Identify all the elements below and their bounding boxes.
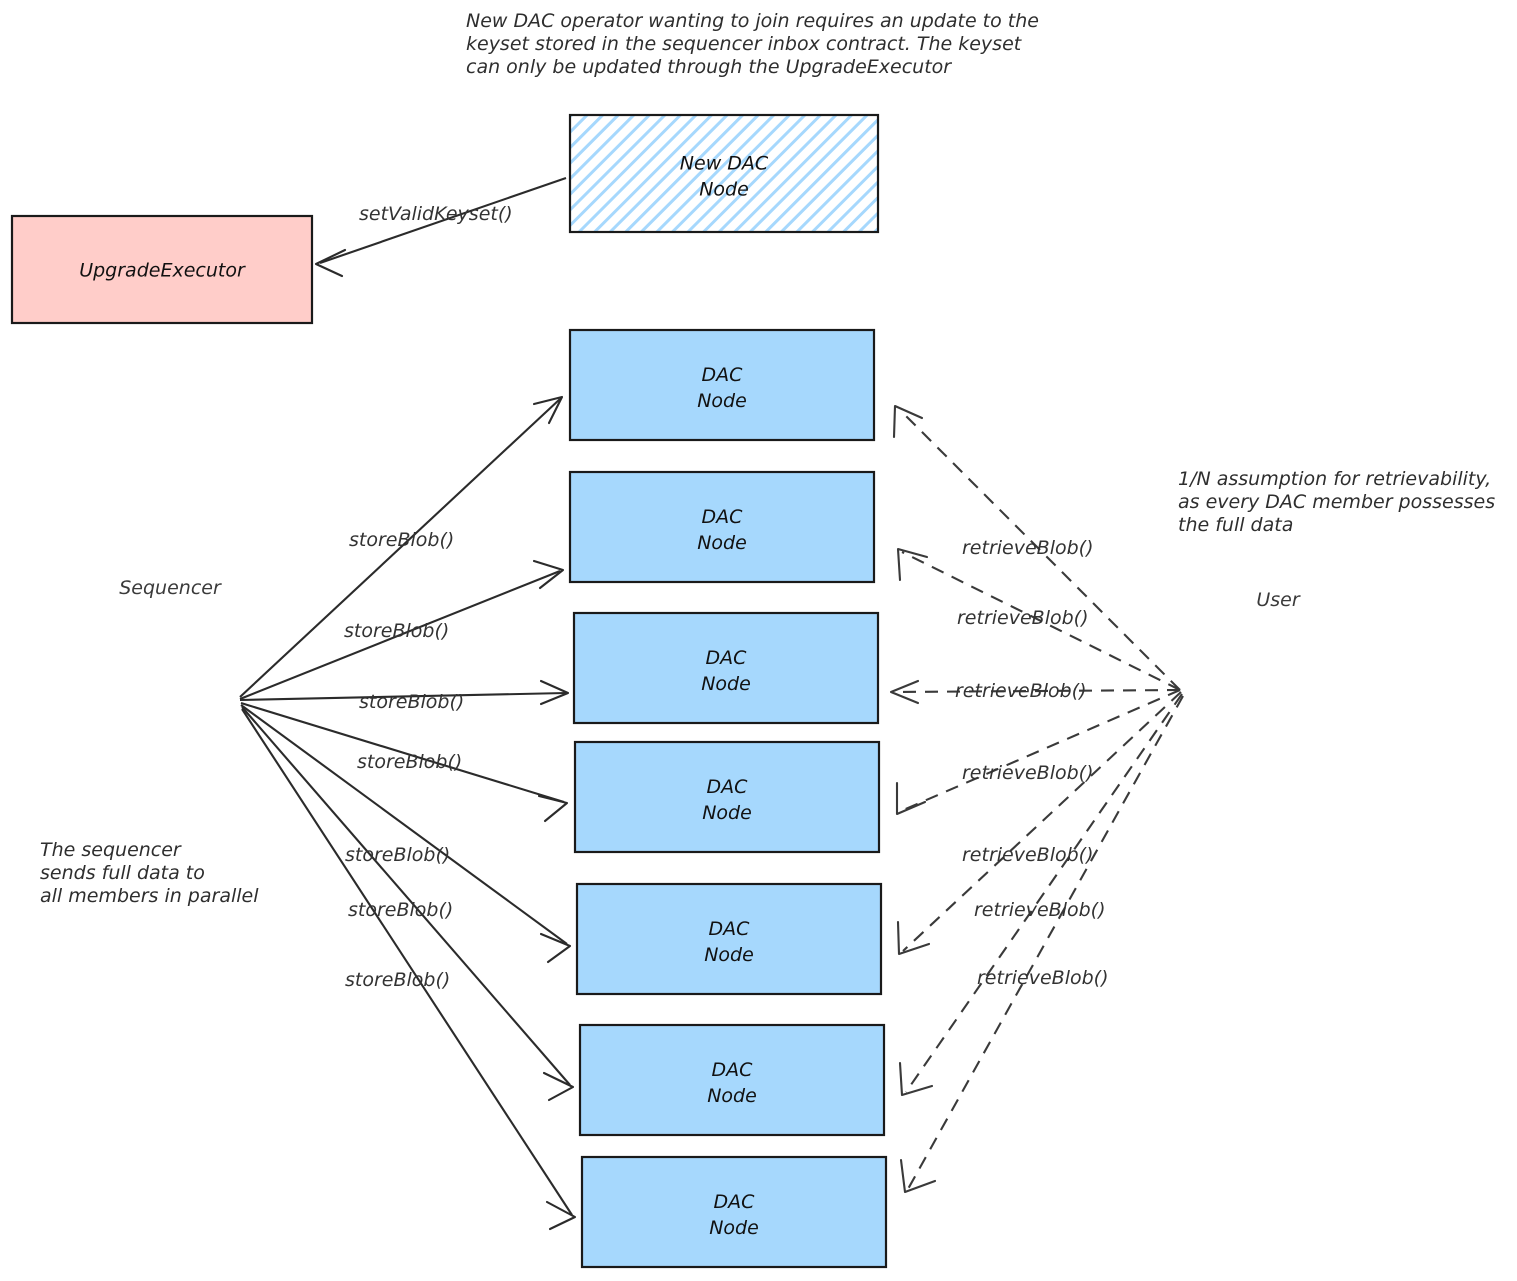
edge-label-store-blob: storeBlob()	[357, 751, 462, 773]
dac-node-rect[interactable]	[578, 1023, 886, 1137]
dac-node-rect[interactable]	[572, 611, 880, 725]
retrieve-blob-edges	[889, 404, 1184, 1194]
note-top-line: keyset stored in the sequencer inbox con…	[466, 33, 1023, 55]
edge-label-list: setValidKeyset() storeBlob() storeBlob() st…	[344, 203, 1109, 991]
dac-node-label-line2: Node	[709, 1217, 759, 1239]
edge-label-store-blob: storeBlob()	[359, 691, 464, 713]
upgrade-executor-label: UpgradeExecutor	[79, 260, 246, 282]
note-top-keyset: New DAC operator wanting to join require…	[466, 10, 1039, 78]
edge-label-store-blob: storeBlob()	[349, 529, 454, 551]
dac-node-rect[interactable]	[568, 328, 876, 442]
dac-node-label-line2: Node	[697, 390, 747, 412]
dac-node-label-line1: DAC	[712, 1059, 754, 1081]
note-left-line: The sequencer	[40, 839, 182, 861]
dac-node-box[interactable]: DAC Node	[568, 328, 876, 442]
dac-node-rect[interactable]	[573, 740, 881, 854]
dac-node-label-line2: Node	[702, 802, 752, 824]
dac-node-label-line1: DAC	[706, 647, 748, 669]
dac-node-list: DACNodeDACNodeDACNodeDACNodeDACNodeDACNo…	[568, 328, 888, 1269]
edge-label-retrieve-blob: retrieveBlob()	[962, 844, 1094, 866]
note-top-line: can only be updated through the UpgradeE…	[466, 56, 952, 78]
edge-label-retrieve-blob: retrieveBlob()	[977, 967, 1109, 989]
new-dac-node-label-line2: Node	[699, 179, 749, 201]
dac-node-label-line1: DAC	[709, 918, 751, 940]
edge-label-set-valid-keyset: setValidKeyset()	[359, 203, 513, 225]
upgrade-executor-box[interactable]: UpgradeExecutor	[10, 214, 314, 325]
note-right-line: the full data	[1178, 514, 1293, 536]
dac-node-rect[interactable]	[568, 470, 876, 584]
edge-label-store-blob: storeBlob()	[345, 969, 450, 991]
dac-node-label-line1: DAC	[702, 506, 744, 528]
edge-label-store-blob: storeBlob()	[344, 620, 449, 642]
dac-node-box[interactable]: DAC Node	[572, 611, 880, 725]
dac-node-label-line2: Node	[697, 532, 747, 554]
dac-node-box[interactable]: DAC Node	[580, 1155, 888, 1269]
dac-node-label-line2: Node	[701, 673, 751, 695]
dac-node-box[interactable]: DAC Node	[573, 740, 881, 854]
dac-node-label-line1: DAC	[707, 776, 749, 798]
edge-label-retrieve-blob: retrieveBlob()	[962, 762, 1094, 784]
note-right-line: 1/N assumption for retrievability,	[1178, 468, 1491, 490]
dac-node-box[interactable]: DAC Node	[578, 1023, 886, 1137]
dac-node-box[interactable]: DAC Node	[568, 470, 876, 584]
sequencer-icon	[159, 627, 217, 660]
dac-node-rect[interactable]	[575, 882, 883, 996]
dac-node-label-line1: DAC	[714, 1191, 756, 1213]
edge-label-store-blob: storeBlob()	[348, 899, 453, 921]
edge-label-retrieve-blob: retrieveBlob()	[962, 537, 1094, 559]
dac-node-label-line2: Node	[707, 1085, 757, 1107]
note-right-line: as every DAC member possesses	[1178, 491, 1495, 513]
dac-node-rect[interactable]	[580, 1155, 888, 1269]
note-left-line: sends full data to	[40, 862, 205, 884]
set-valid-keyset-edge	[314, 177, 567, 278]
edge-label-retrieve-blob: retrieveBlob()	[955, 680, 1087, 702]
note-top-line: New DAC operator wanting to join require…	[466, 10, 1039, 32]
user-label: User	[1256, 589, 1300, 611]
sequencer-label: Sequencer	[119, 577, 222, 599]
note-left-line: all members in parallel	[40, 885, 259, 907]
dac-node-label-line2: Node	[704, 944, 754, 966]
dac-node-box[interactable]: DAC Node	[575, 882, 883, 996]
store-blob-edges	[239, 395, 577, 1231]
new-dac-node-box[interactable]: New DAC Node	[568, 113, 880, 234]
edge-label-retrieve-blob: retrieveBlob()	[974, 899, 1106, 921]
dac-node-label-line1: DAC	[702, 364, 744, 386]
edge-label-retrieve-blob: retrieveBlob()	[957, 607, 1089, 629]
new-dac-node-label-line1: New DAC	[680, 153, 769, 175]
edge-label-store-blob: storeBlob()	[345, 844, 450, 866]
note-right-retrievability: 1/N assumption for retrievability,as eve…	[1178, 468, 1495, 536]
